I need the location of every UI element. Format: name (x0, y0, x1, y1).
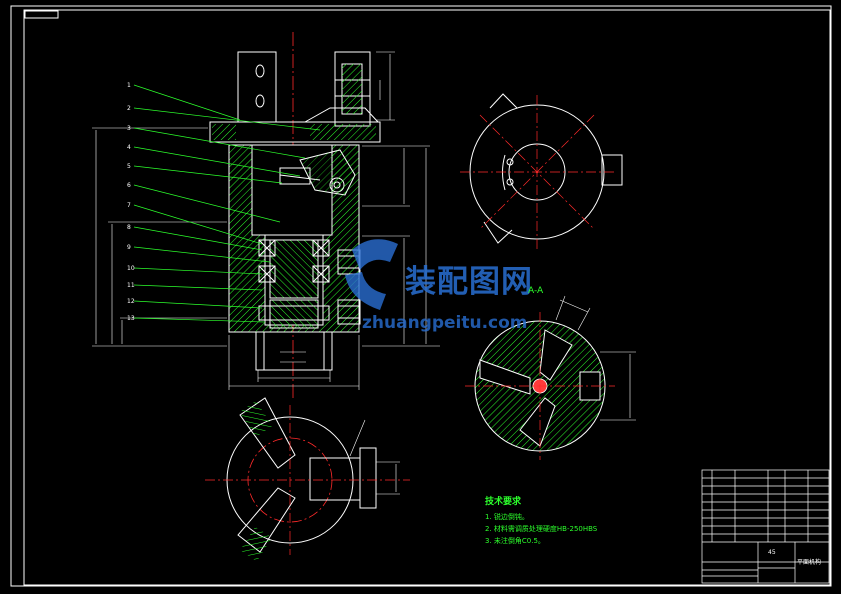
leader-number-11: 11 (127, 282, 135, 289)
technical-requirements: 技术要求 1. 锐边倒钝。 2. 材料需调质处理硬度HB-250HBS 3. 未… (485, 494, 597, 547)
leader-number-4: 4 (127, 144, 131, 151)
leader-number-1: 1 (127, 82, 131, 89)
title-block (701, 469, 830, 584)
leader-number-7: 7 (127, 202, 131, 209)
plan-view (205, 397, 410, 562)
leader-number-13: 13 (127, 315, 135, 322)
leader-number-10: 10 (127, 265, 135, 272)
leader-number-6: 6 (127, 182, 131, 189)
leader-number-12: 12 (127, 298, 135, 305)
leader-number-3: 3 (127, 125, 131, 132)
watermark-brand: 装配图网 (405, 264, 533, 300)
section-label: A-A (528, 286, 544, 296)
technical-requirements-title: 技术要求 (485, 497, 522, 507)
leader-number-5: 5 (127, 163, 131, 170)
requirement-line-2: 2. 材料需调质处理硬度HB-250HBS (485, 525, 598, 533)
leader-number-2: 2 (127, 105, 131, 112)
section-view (465, 295, 636, 460)
leader-number-9: 9 (127, 244, 131, 251)
title-block-material: 45 (768, 549, 776, 556)
title-block-drawing-name: 平面机构 (797, 559, 822, 566)
requirement-line-1: 1. 锐边倒钝。 (485, 513, 529, 521)
requirement-line-3: 3. 未注倒角C0.5。 (485, 537, 545, 545)
watermark-logo (345, 239, 398, 310)
end-view (460, 93, 623, 250)
drawing-frame (10, 5, 832, 587)
watermark-url: zhuangpeitu.com (362, 313, 528, 333)
leader-number-8: 8 (127, 224, 131, 231)
